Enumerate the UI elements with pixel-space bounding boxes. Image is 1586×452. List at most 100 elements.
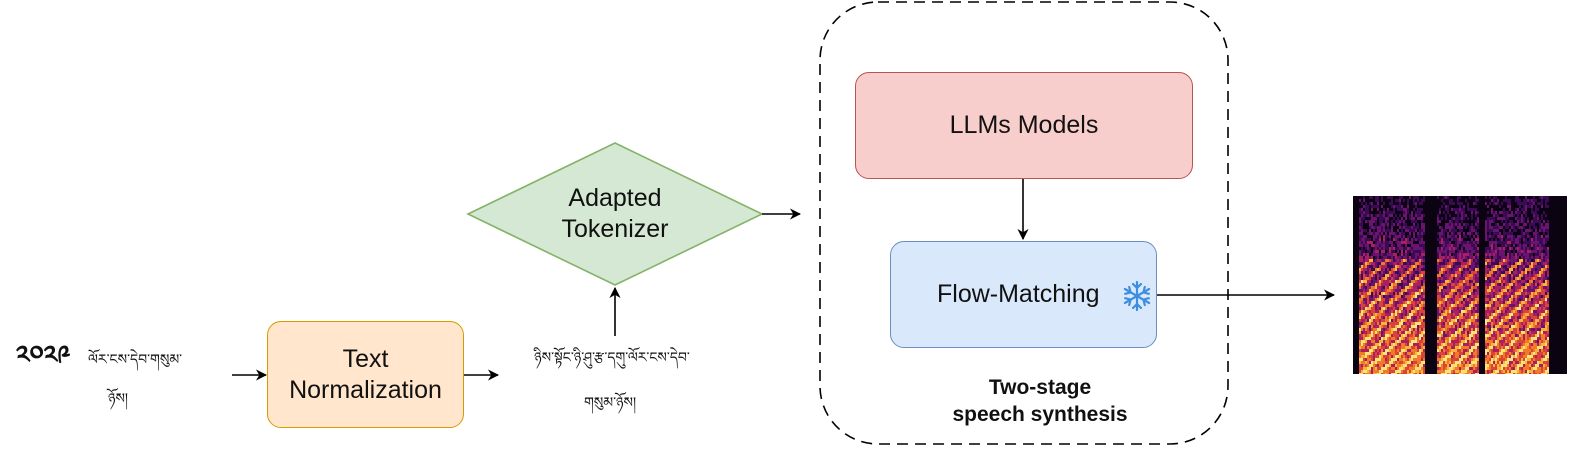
spectrogram-cell	[1541, 307, 1543, 310]
spectrogram-cell	[1373, 373, 1375, 374]
spectrogram-cell	[1515, 364, 1517, 367]
spectrogram-cell	[1457, 307, 1459, 310]
spectrogram-cell	[1519, 328, 1521, 331]
spectrogram-cell	[1381, 292, 1383, 295]
spectrogram-cell	[1411, 268, 1413, 271]
spectrogram-cell	[1379, 334, 1381, 337]
spectrogram-cell	[1461, 319, 1463, 322]
spectrogram-cell	[1377, 274, 1379, 277]
spectrogram-cell	[1365, 310, 1367, 313]
spectrogram-cell	[1531, 370, 1533, 373]
spectrogram-cell	[1397, 355, 1399, 358]
spectrogram-cell	[1411, 280, 1413, 283]
spectrogram-cell	[1475, 253, 1477, 256]
spectrogram-cell	[1495, 226, 1497, 229]
spectrogram-cell	[1445, 331, 1447, 334]
spectrogram-cell	[1403, 274, 1405, 277]
spectrogram-cell	[1533, 277, 1535, 280]
spectrogram-cell	[1441, 262, 1443, 265]
spectrogram-cell	[1359, 208, 1361, 211]
spectrogram-cell	[1393, 346, 1395, 349]
spectrogram-cell	[1461, 346, 1463, 349]
spectrogram-cell	[1377, 322, 1379, 325]
spectrogram-cell	[1485, 286, 1487, 289]
spectrogram-cell	[1389, 214, 1391, 217]
spectrogram-cell	[1361, 358, 1363, 361]
spectrogram-cell	[1523, 256, 1525, 259]
spectrogram-cell	[1367, 313, 1369, 316]
spectrogram-cell	[1451, 208, 1453, 211]
spectrogram-cell	[1537, 355, 1539, 358]
spectrogram-cell	[1401, 343, 1403, 346]
spectrogram-cell	[1509, 358, 1511, 361]
spectrogram-cell	[1457, 208, 1459, 211]
spectrogram-cell	[1389, 295, 1391, 298]
spectrogram-cell	[1533, 271, 1535, 274]
spectrogram-cell	[1505, 217, 1507, 220]
spectrogram-cell	[1469, 259, 1471, 262]
spectrogram-cell	[1419, 280, 1421, 283]
spectrogram-cell	[1445, 271, 1447, 274]
spectrogram-cell	[1359, 271, 1361, 274]
spectrogram-cell	[1527, 370, 1529, 373]
spectrogram-cell	[1409, 259, 1411, 262]
spectrogram-cell	[1511, 316, 1513, 319]
spectrogram-cell	[1493, 217, 1495, 220]
spectrogram-cell	[1535, 358, 1537, 361]
spectrogram-cell	[1453, 349, 1455, 352]
spectrogram-cell	[1375, 325, 1377, 328]
spectrogram-cell	[1409, 370, 1411, 373]
spectrogram-cell	[1527, 262, 1529, 265]
spectrogram-cell	[1447, 343, 1449, 346]
spectrogram-cell	[1403, 277, 1405, 280]
spectrogram-cell	[1503, 280, 1505, 283]
spectrogram-cell	[1515, 253, 1517, 256]
spectrogram-cell	[1505, 301, 1507, 304]
spectrogram-cell	[1365, 358, 1367, 361]
spectrogram-cell	[1527, 220, 1529, 223]
spectrogram-cell	[1367, 352, 1369, 355]
spectrogram-cell	[1453, 343, 1455, 346]
spectrogram-cell	[1413, 202, 1415, 205]
spectrogram-cell	[1535, 292, 1537, 295]
spectrogram-cell	[1361, 274, 1363, 277]
spectrogram-cell	[1513, 319, 1515, 322]
spectrogram-cell	[1439, 268, 1441, 271]
spectrogram-cell	[1477, 301, 1479, 304]
spectrogram-cell	[1363, 322, 1365, 325]
spectrogram-cell	[1541, 196, 1543, 199]
spectrogram-cell	[1465, 313, 1467, 316]
spectrogram-cell	[1463, 331, 1465, 334]
spectrogram-cell	[1471, 283, 1473, 286]
spectrogram-cell	[1391, 358, 1393, 361]
spectrogram-cell	[1487, 295, 1489, 298]
spectrogram-cell	[1397, 280, 1399, 283]
spectrogram-cell	[1455, 370, 1457, 373]
spectrogram-cell	[1539, 286, 1541, 289]
spectrogram-cell	[1475, 340, 1477, 343]
spectrogram-cell	[1527, 250, 1529, 253]
spectrogram-cell	[1415, 259, 1417, 262]
spectrogram-cell	[1393, 271, 1395, 274]
spectrogram-cell	[1503, 229, 1505, 232]
spectrogram-cell	[1365, 322, 1367, 325]
spectrogram-cell	[1375, 373, 1377, 374]
spectrogram-cell	[1397, 289, 1399, 292]
spectrogram-cell	[1533, 292, 1535, 295]
spectrogram-cell	[1497, 322, 1499, 325]
spectrogram-cell	[1375, 337, 1377, 340]
spectrogram-cell	[1457, 343, 1459, 346]
spectrogram-cell	[1465, 247, 1467, 250]
spectrogram-cell	[1467, 265, 1469, 268]
spectrogram-cell	[1525, 307, 1527, 310]
spectrogram-cell	[1513, 256, 1515, 259]
spectrogram-cell	[1455, 259, 1457, 262]
spectrogram-cell	[1497, 223, 1499, 226]
spectrogram-cell	[1509, 370, 1511, 373]
spectrogram-cell	[1445, 370, 1447, 373]
spectrogram-cell	[1393, 238, 1395, 241]
spectrogram-cell	[1487, 340, 1489, 343]
spectrogram-cell	[1403, 316, 1405, 319]
spectrogram-cell	[1411, 304, 1413, 307]
spectrogram-cell	[1405, 370, 1407, 373]
